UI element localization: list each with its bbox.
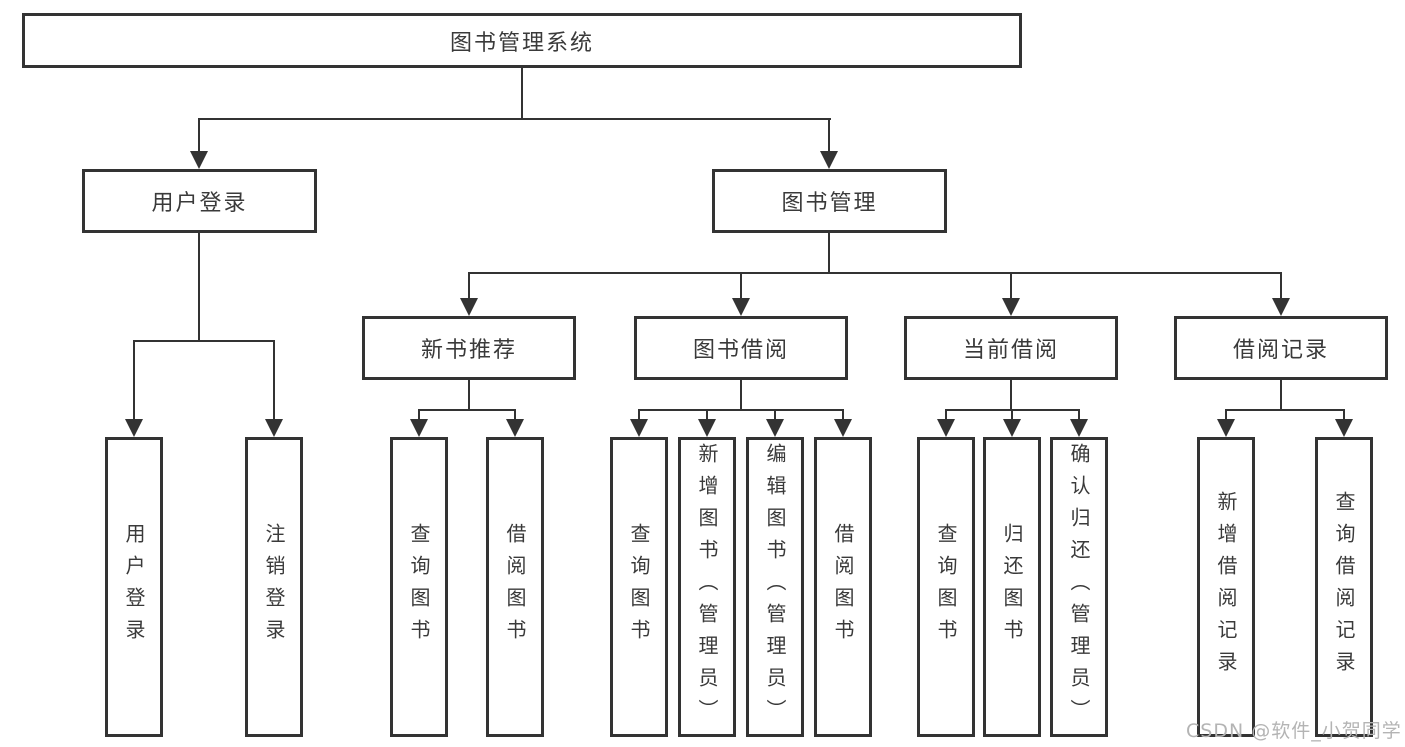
leaf-query-books-1: 查询图书 [390, 437, 448, 737]
arrow-down-icon [460, 298, 478, 316]
arrow-down-icon [506, 419, 524, 437]
node-borrow-record: 借阅记录 [1174, 316, 1388, 380]
leaf-query-books-3-label: 查询图书 [934, 523, 958, 651]
connector-line [198, 118, 831, 120]
connector-line [638, 409, 844, 411]
leaf-query-borrow-record: 查询借阅记录 [1315, 437, 1373, 737]
node-book-borrow-label: 图书借阅 [692, 338, 789, 363]
connector-line [133, 340, 135, 419]
leaf-add-borrow-record: 新增借阅记录 [1197, 437, 1255, 737]
connector-line [706, 409, 708, 420]
arrow-down-icon [410, 419, 428, 437]
connector-line [828, 233, 830, 274]
leaf-logout-label: 注销登录 [262, 523, 286, 651]
node-root-label: 图书管理系统 [449, 30, 594, 56]
connector-line [842, 409, 844, 420]
node-current-borrow-label: 当前借阅 [962, 338, 1059, 363]
arrow-down-icon [1217, 419, 1235, 437]
node-book-borrow: 图书借阅 [634, 316, 848, 380]
node-user-login: 用户登录 [82, 169, 317, 233]
leaf-query-borrow-record-label: 查询借阅记录 [1332, 491, 1356, 683]
leaf-query-books-2-label: 查询图书 [627, 523, 651, 651]
connector-line [133, 340, 275, 342]
arrow-down-icon [1272, 298, 1290, 316]
arrow-down-icon [125, 419, 143, 437]
connector-line [740, 380, 742, 410]
leaf-return-books-label: 归还图书 [1000, 523, 1024, 651]
arrow-down-icon [1070, 419, 1088, 437]
leaf-return-books: 归还图书 [983, 437, 1041, 737]
arrow-down-icon [190, 151, 208, 169]
arrow-down-icon [1335, 419, 1353, 437]
node-new-book-recommend: 新书推荐 [362, 316, 576, 380]
connector-line [273, 340, 275, 419]
arrow-down-icon [1002, 298, 1020, 316]
connector-line [418, 409, 420, 420]
arrow-down-icon [732, 298, 750, 316]
leaf-add-borrow-record-label: 新增借阅记录 [1214, 491, 1238, 683]
leaf-borrow-books-2: 借阅图书 [814, 437, 872, 737]
arrow-down-icon [766, 419, 784, 437]
leaf-logout: 注销登录 [245, 437, 303, 737]
leaf-borrow-books-1: 借阅图书 [486, 437, 544, 737]
connector-line [521, 68, 523, 120]
arrow-down-icon [698, 419, 716, 437]
node-root: 图书管理系统 [22, 13, 1022, 68]
connector-line [1343, 409, 1345, 420]
leaf-query-books-1-label: 查询图书 [407, 523, 431, 651]
node-user-login-label: 用户登录 [151, 191, 248, 216]
connector-line [1078, 409, 1080, 420]
connector-line [740, 272, 742, 298]
connector-line [198, 233, 200, 342]
connector-line [945, 409, 947, 420]
connector-line [198, 118, 200, 152]
arrow-down-icon [820, 151, 838, 169]
leaf-user-login: 用户登录 [105, 437, 163, 737]
arrow-down-icon [630, 419, 648, 437]
leaf-confirm-return-admin: 确认归还（管理员） [1050, 437, 1108, 737]
connector-line [468, 380, 470, 410]
node-borrow-record-label: 借阅记录 [1232, 338, 1329, 363]
leaf-query-books-2: 查询图书 [610, 437, 668, 737]
connector-line [1011, 409, 1013, 420]
connector-line [1010, 272, 1012, 298]
arrow-down-icon [937, 419, 955, 437]
leaf-borrow-books-1-label: 借阅图书 [503, 523, 527, 651]
node-book-management: 图书管理 [712, 169, 947, 233]
leaf-user-login-label: 用户登录 [122, 523, 146, 651]
connector-line [1280, 272, 1282, 298]
node-new-book-recommend-label: 新书推荐 [420, 338, 517, 363]
leaf-add-books-admin-label: 新增图书（管理员） [695, 443, 719, 731]
connector-line [638, 409, 640, 420]
leaf-query-books-3: 查询图书 [917, 437, 975, 737]
leaf-edit-books-admin: 编辑图书（管理员） [746, 437, 804, 737]
watermark: CSDN @软件_小贺同学 [1186, 720, 1402, 742]
node-current-borrow: 当前借阅 [904, 316, 1118, 380]
connector-line [1010, 380, 1012, 410]
leaf-edit-books-admin-label: 编辑图书（管理员） [763, 443, 787, 731]
arrow-down-icon [834, 419, 852, 437]
connector-line [418, 409, 516, 411]
connector-line [828, 118, 830, 152]
arrow-down-icon [265, 419, 283, 437]
connector-line [468, 272, 470, 298]
arrow-down-icon [1003, 419, 1021, 437]
connector-line [514, 409, 516, 420]
connector-line [774, 409, 776, 420]
connector-line [1280, 380, 1282, 410]
connector-line [1225, 409, 1345, 411]
connector-line [1225, 409, 1227, 420]
leaf-borrow-books-2-label: 借阅图书 [831, 523, 855, 651]
leaf-add-books-admin: 新增图书（管理员） [678, 437, 736, 737]
node-book-management-label: 图书管理 [781, 191, 878, 216]
connector-line [469, 272, 1281, 274]
leaf-confirm-return-admin-label: 确认归还（管理员） [1067, 443, 1091, 731]
